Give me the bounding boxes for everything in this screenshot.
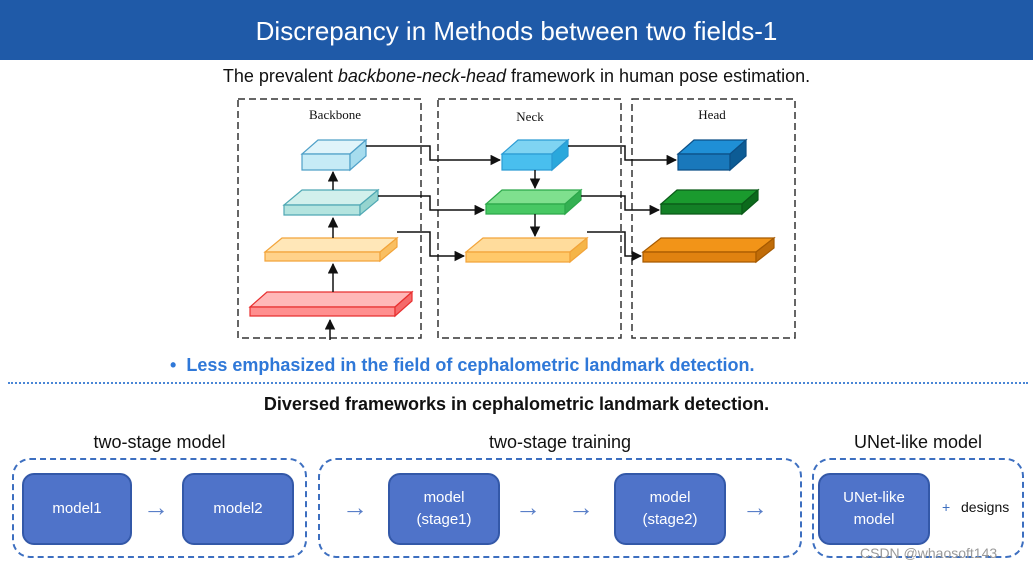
slide-title: Discrepancy in Methods between two field…	[255, 16, 778, 46]
plus-icon: +	[942, 499, 951, 515]
backbone-layer-1	[248, 290, 414, 318]
head-layer-2	[659, 188, 760, 216]
backbone-layer-3	[282, 188, 380, 217]
backbone-label: Backbone	[309, 107, 361, 122]
model1-box: model1	[22, 473, 132, 545]
model-stage1-line1: model	[423, 489, 465, 506]
head-layer-1	[676, 138, 748, 172]
backbone-layer-2	[263, 236, 399, 263]
arrow-into-stage1: →	[342, 492, 368, 522]
group-label-two-stage-model: two-stage model	[93, 432, 226, 452]
model-stage1-box: model (stage1)	[388, 473, 500, 545]
neck-layer-1	[464, 236, 589, 264]
unet-line1: UNet-like	[843, 489, 905, 506]
model2-box: model2	[182, 473, 294, 545]
model-stage2-line1: model	[649, 489, 691, 506]
neck-label: Neck	[516, 109, 544, 124]
subtitle: The prevalent backbone-neck-head framewo…	[0, 66, 1033, 87]
watermark: CSDN @whaosoft143	[860, 545, 998, 561]
unet-model-box: UNet-like model	[818, 473, 930, 545]
connector-b3-n2	[378, 195, 486, 216]
subtitle-prefix: The prevalent	[222, 66, 338, 86]
arrow-into-stage2: →	[568, 492, 594, 522]
subtitle-suffix: framework in human pose estimation.	[506, 66, 811, 86]
dotted-separator	[8, 382, 1028, 384]
model2-label: model2	[213, 500, 263, 517]
bullet-marker: •	[170, 355, 177, 375]
bullet-text: Less emphasized in the field of cephalom…	[186, 355, 755, 375]
neck-layer-3	[500, 138, 570, 172]
subtitle-italic: backbone-neck-head	[337, 66, 507, 86]
bullet-point: • Less emphasized in the field of cephal…	[170, 355, 754, 376]
connector-b4-n3	[366, 145, 502, 166]
backbone-frame	[237, 98, 422, 339]
arrow-model1-to-model2: →	[143, 492, 169, 522]
connector-n3-h1	[568, 145, 678, 166]
arrow-stage1-right: →	[515, 492, 541, 522]
arrow-stage2-out: →	[742, 492, 768, 522]
group-unet-like	[812, 458, 1024, 558]
connector-n2-h2	[581, 195, 661, 216]
head-frame	[631, 98, 796, 339]
model-stage2-line2: (stage2)	[642, 511, 698, 528]
title-banner: Discrepancy in Methods between two field…	[0, 0, 1033, 60]
designs-label: designs	[961, 499, 1010, 515]
model-stage2-box: model (stage2)	[614, 473, 726, 545]
backbone-layer-4	[300, 138, 368, 172]
neck-layer-2	[484, 188, 583, 216]
group-label-two-stage-training: two-stage training	[488, 432, 632, 452]
group-two-stage-model	[12, 458, 307, 558]
model-stage1-line2: (stage1)	[416, 511, 472, 528]
connector-n1-h3	[587, 231, 643, 262]
neck-frame	[437, 98, 622, 339]
section-heading: Diversed frameworks in cephalometric lan…	[263, 394, 770, 414]
unet-line2: model	[853, 511, 895, 528]
model1-label: model1	[52, 500, 102, 517]
group-label-unet: UNet-like model	[853, 432, 983, 452]
connector-b2-n1	[397, 231, 466, 262]
head-layer-3	[641, 236, 776, 264]
group-two-stage-training	[318, 458, 802, 558]
head-label: Head	[698, 107, 726, 122]
